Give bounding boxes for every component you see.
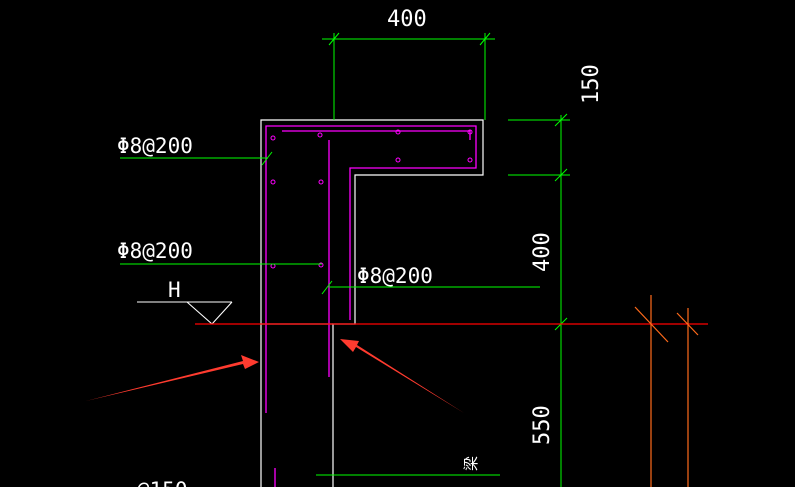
- rebar-group: [265, 125, 477, 487]
- rebar-dots: [270, 129, 473, 269]
- label-rebar-top: Φ8@200: [117, 134, 193, 158]
- label-elevation-h: H: [168, 278, 181, 302]
- arrow-right: [340, 339, 464, 413]
- label-rebar-middle: Φ8@200: [117, 239, 193, 263]
- dim-right-lower: 550: [530, 405, 555, 445]
- dimension-lines: [120, 32, 570, 487]
- dim-right-upper: 150: [579, 64, 604, 104]
- dim-right-middle: 400: [530, 232, 555, 272]
- label-beam: 梁: [462, 456, 480, 471]
- rebar-inner-bar: [282, 130, 471, 140]
- axis-lines: [634, 295, 699, 487]
- label-rebar-inner: Φ8@200: [357, 264, 433, 288]
- label-rebar-bottom-partial: @150: [137, 478, 188, 487]
- dim-top-width: 400: [387, 7, 427, 32]
- rebar-outer: [265, 125, 477, 413]
- annotation-arrows: [86, 339, 464, 413]
